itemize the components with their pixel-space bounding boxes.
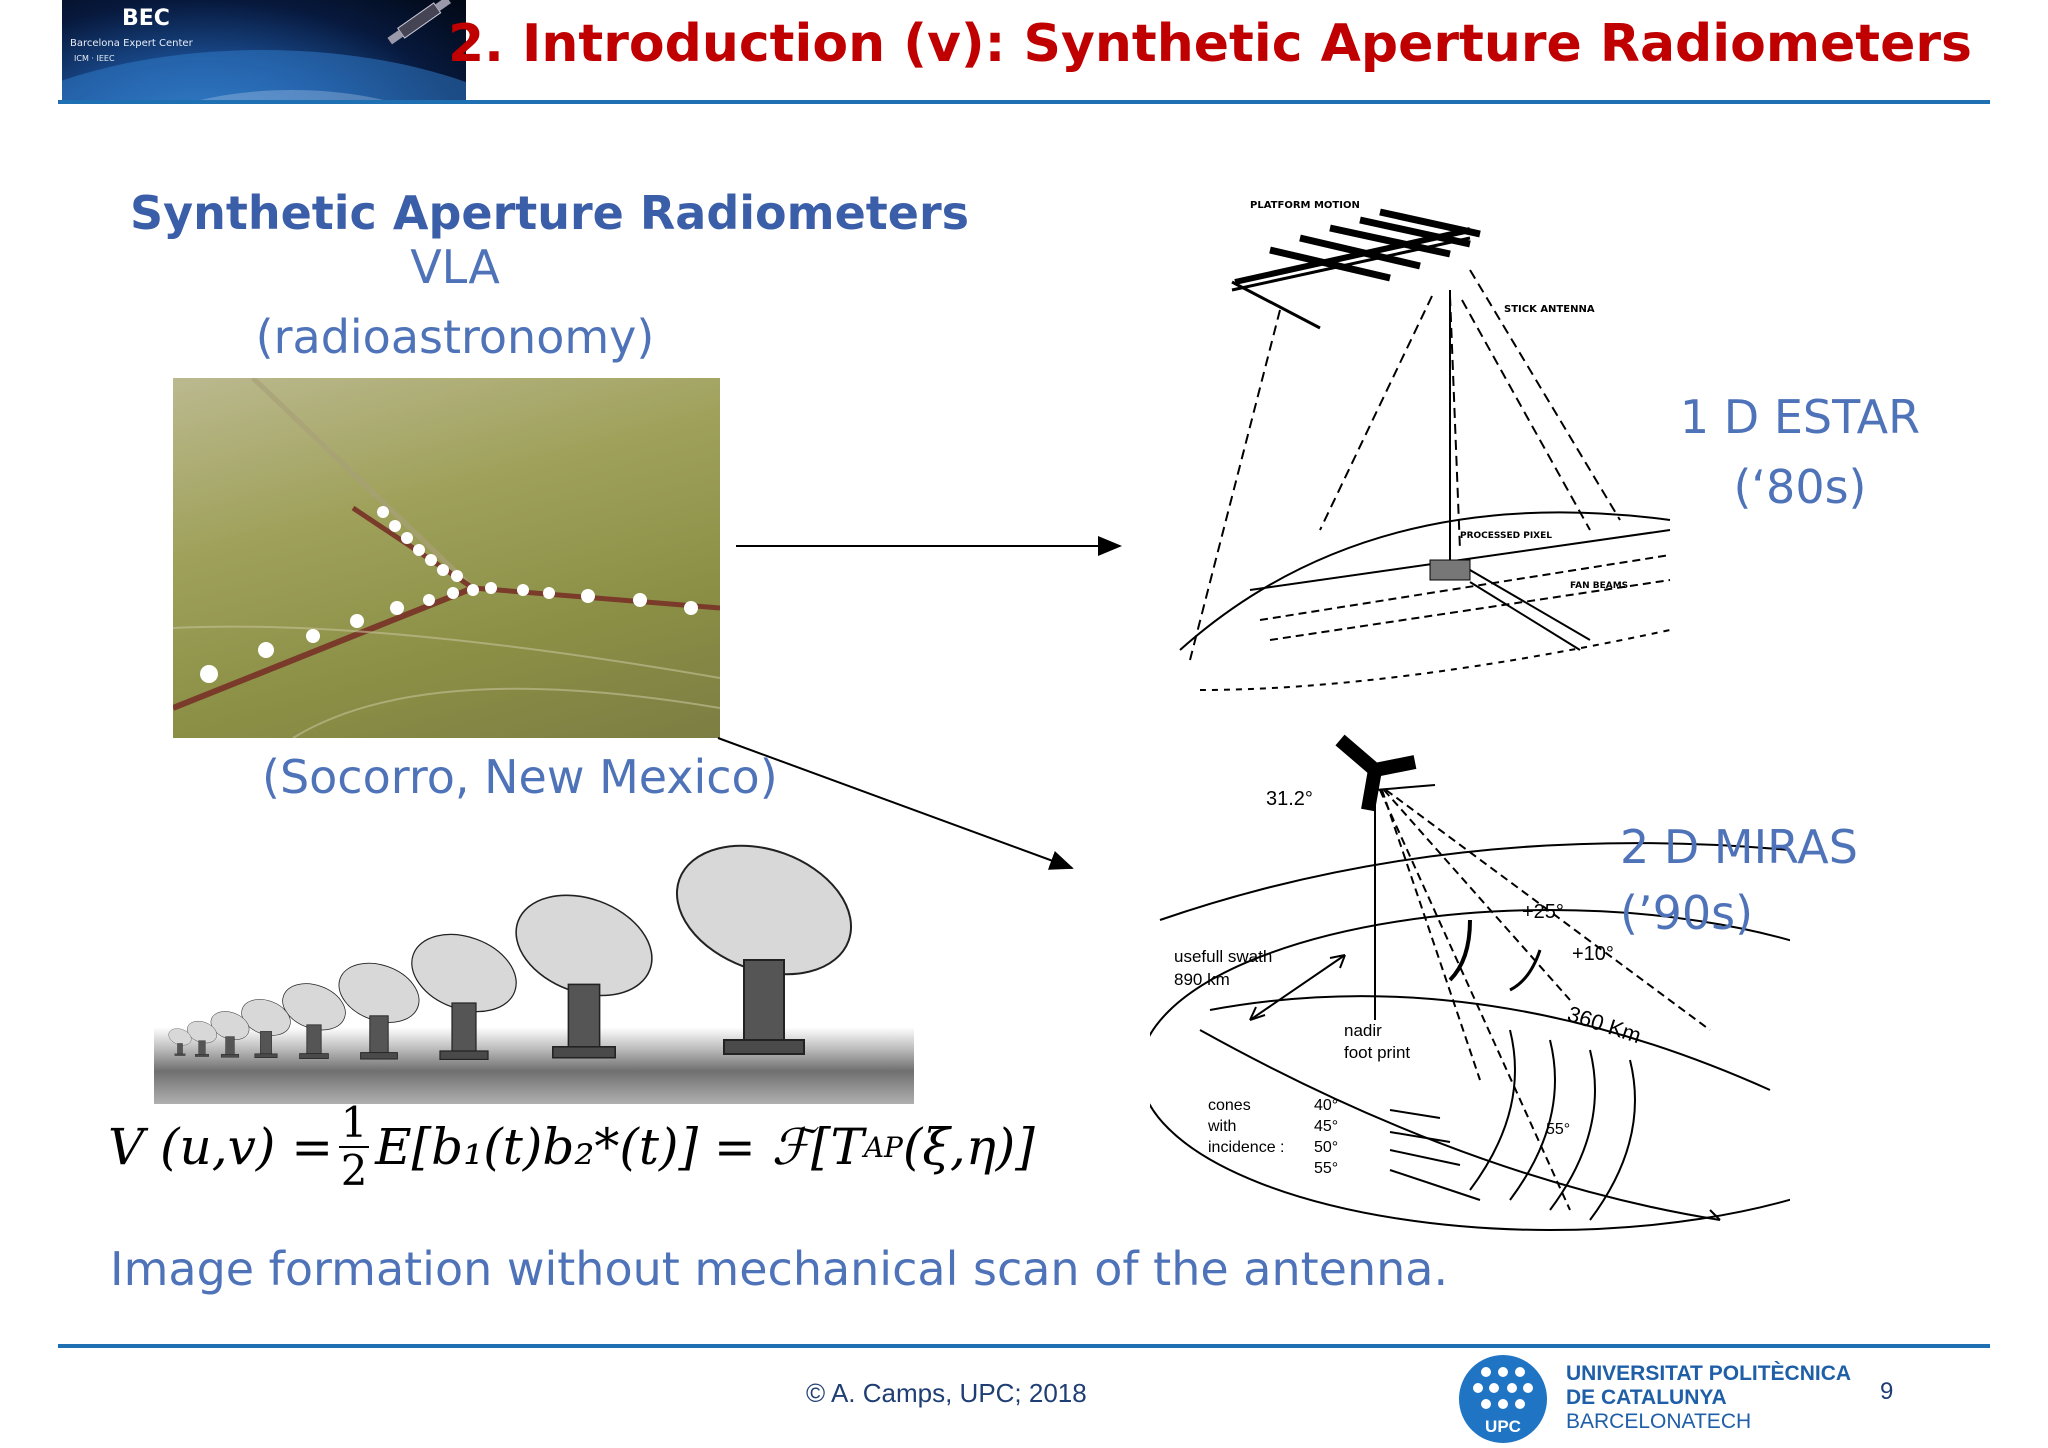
vla-aerial-photo (173, 378, 720, 738)
caption: Image formation without mechanical scan … (110, 1242, 1449, 1296)
swath-label: usefull swath (1174, 947, 1272, 966)
incidence-value-55: 55° (1314, 1160, 1338, 1177)
estar-year: (‘80s) (1733, 460, 1867, 514)
range-label: 360 Km (1564, 1001, 1644, 1048)
upc-logo-text: UPC (1485, 1417, 1521, 1436)
footer-rule (58, 1344, 1990, 1348)
university-line-2: DE CATALUNYA (1566, 1386, 1727, 1409)
nadir-label: nadir (1344, 1021, 1382, 1040)
logo-partners: ICM · IEEC (74, 54, 115, 63)
processed-pixel-label: PROCESSED PIXEL (1460, 531, 1552, 541)
cones-label-1: cones (1208, 1097, 1251, 1114)
formula-sub-ap: AP (863, 1130, 903, 1164)
university-line-3: BARCELONATECH (1566, 1410, 1752, 1433)
arrow-to-miras (717, 737, 1074, 870)
slide-title: 2. Introduction (v): Synthetic Aperture … (447, 14, 1972, 74)
formula-fraction: 1 2 (339, 1098, 370, 1195)
vla-array-graphic (173, 378, 720, 738)
fan-beams-label: FAN BEAMS (1570, 581, 1628, 591)
miras-diagram: 31.2° +25° +10° 360 Km usefull swath 890… (1150, 734, 1790, 1231)
cones-label-3: incidence : (1208, 1139, 1285, 1156)
formula-rhs-tail: (ξ,η)] (902, 1118, 1035, 1176)
cones-label-2: with (1207, 1118, 1236, 1135)
incidence-value-50: 50° (1314, 1139, 1338, 1156)
university-line-1: UNIVERSITAT POLITÈCNICA (1566, 1362, 1852, 1385)
angle-55-label: 55° (1546, 1121, 1570, 1138)
vla-label: VLA (410, 240, 500, 294)
angle-25-label: +25° (1522, 901, 1564, 923)
estar-label: 1 D ESTAR (1679, 390, 1921, 444)
vla-subtitle: (radioastronomy) (255, 310, 655, 364)
header-rule (58, 100, 1990, 104)
formula-expectation: E[b₁(t)b₂*(t)] = ℱ[T (375, 1118, 864, 1176)
fraction-bar (339, 1146, 370, 1148)
logo-subtitle: Barcelona Expert Center (70, 38, 193, 49)
incidence-value-45: 45° (1314, 1118, 1338, 1135)
footprint-label: foot print (1344, 1043, 1410, 1062)
formula-lhs: V (u,v) = (108, 1118, 334, 1176)
swath-value: 890 km (1174, 970, 1230, 989)
page-number: 9 (1880, 1378, 1894, 1405)
tilt-angle-label: 31.2° (1266, 788, 1313, 810)
estar-diagram: PLATFORM MOTION STICK ANTENNA PROCESSED … (1179, 200, 1671, 691)
platform-motion-label: PLATFORM MOTION (1250, 200, 1360, 211)
earth-graphic (62, 0, 466, 100)
logo-name: BEC (122, 6, 170, 31)
miras-year: (’90s) (1620, 886, 1754, 940)
vla-dishes-photo (154, 830, 914, 1104)
angle-10-label: +10° (1572, 943, 1614, 965)
formula-half-denominator: 2 (340, 1146, 368, 1195)
miras-label: 2 D MIRAS (1620, 820, 1858, 874)
upc-logo-icon: UPC (1459, 1355, 1547, 1443)
incidence-value-40: 40° (1314, 1097, 1338, 1114)
university-name: UNIVERSITAT POLITÈCNICA DE CATALUNYA BAR… (1566, 1362, 1851, 1434)
section-title: Synthetic Aperture Radiometers (130, 186, 970, 240)
dish-array-graphic (168, 844, 853, 1061)
satellite-icon (387, 0, 451, 45)
formula-half-numerator: 1 (340, 1098, 368, 1147)
vla-location: (Socorro, New Mexico) (262, 750, 778, 804)
copyright: © A. Camps, UPC; 2018 (806, 1378, 1087, 1408)
bec-logo: BEC Barcelona Expert Center ICM · IEEC (62, 0, 466, 100)
stick-antenna-label: STICK ANTENNA (1504, 304, 1595, 315)
